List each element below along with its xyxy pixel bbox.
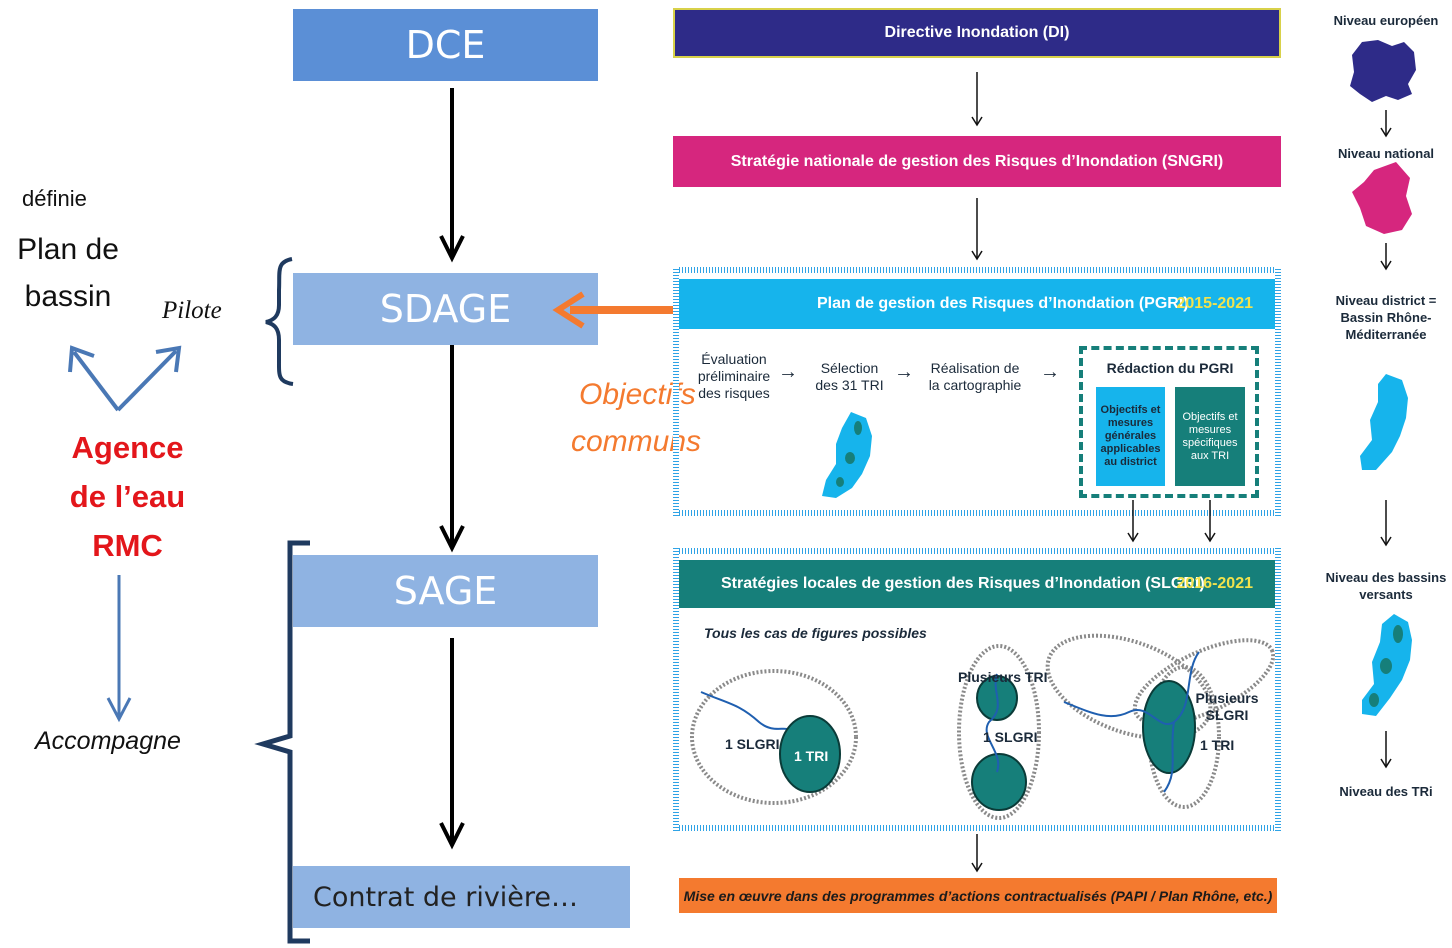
arrow-sage-contrat-head (439, 822, 465, 850)
level-district: Niveau district = Bassin Rhône-Méditerra… (1335, 293, 1437, 342)
v-arrow-right (116, 349, 178, 412)
arrow-sdage-sage-head (439, 525, 465, 553)
ellipse-case-3a (1045, 633, 1213, 741)
tri-case-2-bottom (971, 753, 1027, 811)
pgri-hatch-top (673, 267, 1281, 273)
accompagne-label: Accompagne (35, 727, 181, 755)
obj-specifiques-box: Objectifs et mesures spécifiques aux TRI (1175, 387, 1245, 486)
mise-en-oeuvre-banner: Mise en œuvre dans des programmes d’acti… (679, 878, 1277, 913)
arrow-dce-sdage-head (439, 235, 465, 263)
brace-sdage (265, 257, 294, 386)
level-europeen: Niveau européen (1333, 13, 1439, 28)
level-national: Niveau national (1337, 146, 1435, 161)
slgri-hatch-bottom (673, 825, 1281, 831)
redaction-frame (1079, 346, 1259, 498)
slgri-label: Stratégies locales de gestion des Risque… (721, 575, 1205, 592)
contrat-label: Contrat de rivière… (313, 881, 579, 913)
dce-label: DCE (405, 23, 486, 67)
obj-generales-box: Objectifs et mesures générales applicabl… (1096, 387, 1165, 486)
communs-label: communs (571, 425, 702, 458)
pgri-hatch-right (1275, 267, 1281, 516)
obj-generales-label: Objectifs et mesures générales applicabl… (1100, 404, 1161, 468)
step-arrow-2: → (894, 361, 914, 383)
step-evaluation: Évaluation préliminaire des risques (697, 351, 771, 401)
slgri-hatch-top (673, 548, 1281, 554)
dce-box: DCE (293, 9, 598, 81)
tous-cas-label: Tous les cas de figures possibles (704, 625, 927, 641)
sdage-label: SDAGE (379, 287, 512, 331)
pgri-years: 2015-2021 (1176, 295, 1253, 312)
step-arrow-1: → (778, 361, 798, 383)
slgri-years: 2016-2021 (1176, 575, 1253, 592)
one-slgri-b-label: 1 SLGRI (983, 729, 1038, 745)
pgri-hatch-bottom (673, 510, 1281, 516)
river-case-2 (985, 673, 1000, 773)
v-arrow-left (72, 350, 120, 412)
sage-box: SAGE (293, 555, 598, 627)
slgri-illustrations (690, 633, 1275, 820)
redaction-label: Rédaction du PGRI (1106, 360, 1234, 376)
v-arrow-left-head (68, 345, 95, 373)
step-selection: Sélection des 31 TRI (815, 360, 884, 393)
slgri-hatch-right (1275, 548, 1281, 831)
sage-label: SAGE (393, 569, 498, 613)
mise-en-oeuvre-label: Mise en œuvre dans des programmes d’acti… (683, 887, 1273, 904)
sngri-banner: Stratégie nationale de gestion des Risqu… (673, 136, 1281, 187)
river-case-3 (1063, 651, 1200, 793)
di-label: Directive Inondation (DI) (884, 24, 1070, 41)
one-slgri-label: 1 SLGRI (725, 736, 780, 752)
slgri-hatch-left (673, 548, 679, 831)
tri-case-3 (1142, 680, 1196, 774)
arrow-agence-down-head (106, 697, 132, 723)
pgri-label: Plan de gestion des Risques d’Inondation… (817, 295, 1189, 312)
pgri-hatch-left (673, 267, 679, 516)
di-banner: Directive Inondation (DI) (673, 8, 1281, 58)
contrat-box: Contrat de rivière… (293, 866, 630, 928)
europe-map-icon (1350, 40, 1416, 102)
plusieurs-slgri-label: Plusieurs SLGRI (1195, 690, 1259, 723)
step-arrow-3: → (1040, 361, 1060, 383)
step-cartographie: Réalisation de la cartographie (928, 360, 1022, 393)
level-tri: Niveau des TRi (1339, 784, 1433, 799)
level-bassins: Niveau des bassins versants (1325, 570, 1447, 602)
sngri-label: Stratégie nationale de gestion des Risqu… (730, 152, 1224, 170)
obj-specifiques-label: Objectifs et mesures spécifiques aux TRI (1182, 410, 1238, 462)
ellipse-case-3b (1132, 638, 1275, 726)
plusieurs-tri-label: Plusieurs TRI (958, 669, 1048, 685)
one-tri-b-label: 1 TRI (1200, 737, 1235, 753)
pilote-label: Pilote (162, 297, 222, 324)
agence-label: Agence de l’eau RMC (69, 430, 186, 563)
pgri-banner: Plan de gestion des Risques d’Inondation… (679, 279, 1275, 329)
tri-case-1 (779, 715, 841, 793)
ellipse-case-2 (957, 644, 1041, 820)
slgri-banner: Stratégies locales de gestion des Risque… (679, 560, 1275, 608)
ellipse-case-1 (690, 669, 858, 805)
france-map-icon (1352, 162, 1412, 234)
v-arrow-right-head (155, 345, 182, 373)
bracket-sage (254, 540, 310, 944)
definie-label: définie (22, 186, 87, 211)
one-tri-label: 1 TRI (794, 748, 829, 764)
orange-arrow-left-head (552, 291, 585, 329)
sdage-box: SDAGE (293, 273, 598, 345)
plan-de-bassin-label: Plan de bassin (17, 233, 119, 313)
district-map-icon (1360, 374, 1408, 470)
